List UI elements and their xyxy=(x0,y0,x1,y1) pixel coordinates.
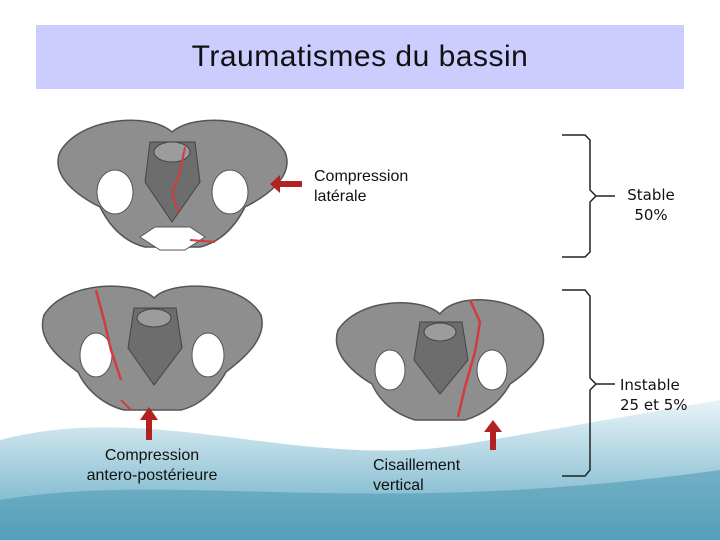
force-arrow-left xyxy=(270,175,302,193)
group-unstable-value: 25 et 5% xyxy=(620,396,688,414)
force-arrow-up xyxy=(140,407,158,440)
caption-line-1: Compression xyxy=(314,168,409,185)
pelvis-bone-illustration xyxy=(57,119,288,251)
page-title: Traumatismes du bassin xyxy=(191,40,529,73)
pelvis-ap-compression xyxy=(41,285,263,440)
group-stable-label: Stable xyxy=(627,186,675,204)
pelvis-bone-illustration xyxy=(335,299,545,421)
group-unstable: Instable 25 et 5% xyxy=(620,375,688,415)
caption-vertical-shear: Cisaillement vertical xyxy=(373,456,460,496)
caption-line-1: Cisaillement xyxy=(373,457,461,474)
group-stable-value: 50% xyxy=(634,206,668,224)
pelvis-bone-illustration xyxy=(41,285,263,411)
pelvis-lateral-compression xyxy=(57,119,302,251)
caption-line-2: antero-postérieure xyxy=(86,467,218,484)
group-stable: Stable 50% xyxy=(623,185,679,225)
caption-ap-compression: Compression antero-postérieure xyxy=(72,446,232,486)
caption-line-2: latérale xyxy=(314,188,367,205)
unstable-bracket xyxy=(562,289,615,477)
force-arrow-up xyxy=(484,420,502,450)
caption-line-1: Compression xyxy=(104,447,200,464)
pelvis-vertical-shear xyxy=(335,299,545,450)
caption-lateral-compression: Compression latérale xyxy=(314,167,408,207)
title-banner: Traumatismes du bassin xyxy=(36,25,684,89)
caption-line-2: vertical xyxy=(373,477,424,494)
group-unstable-label: Instable xyxy=(620,376,680,394)
stable-bracket xyxy=(562,134,615,258)
